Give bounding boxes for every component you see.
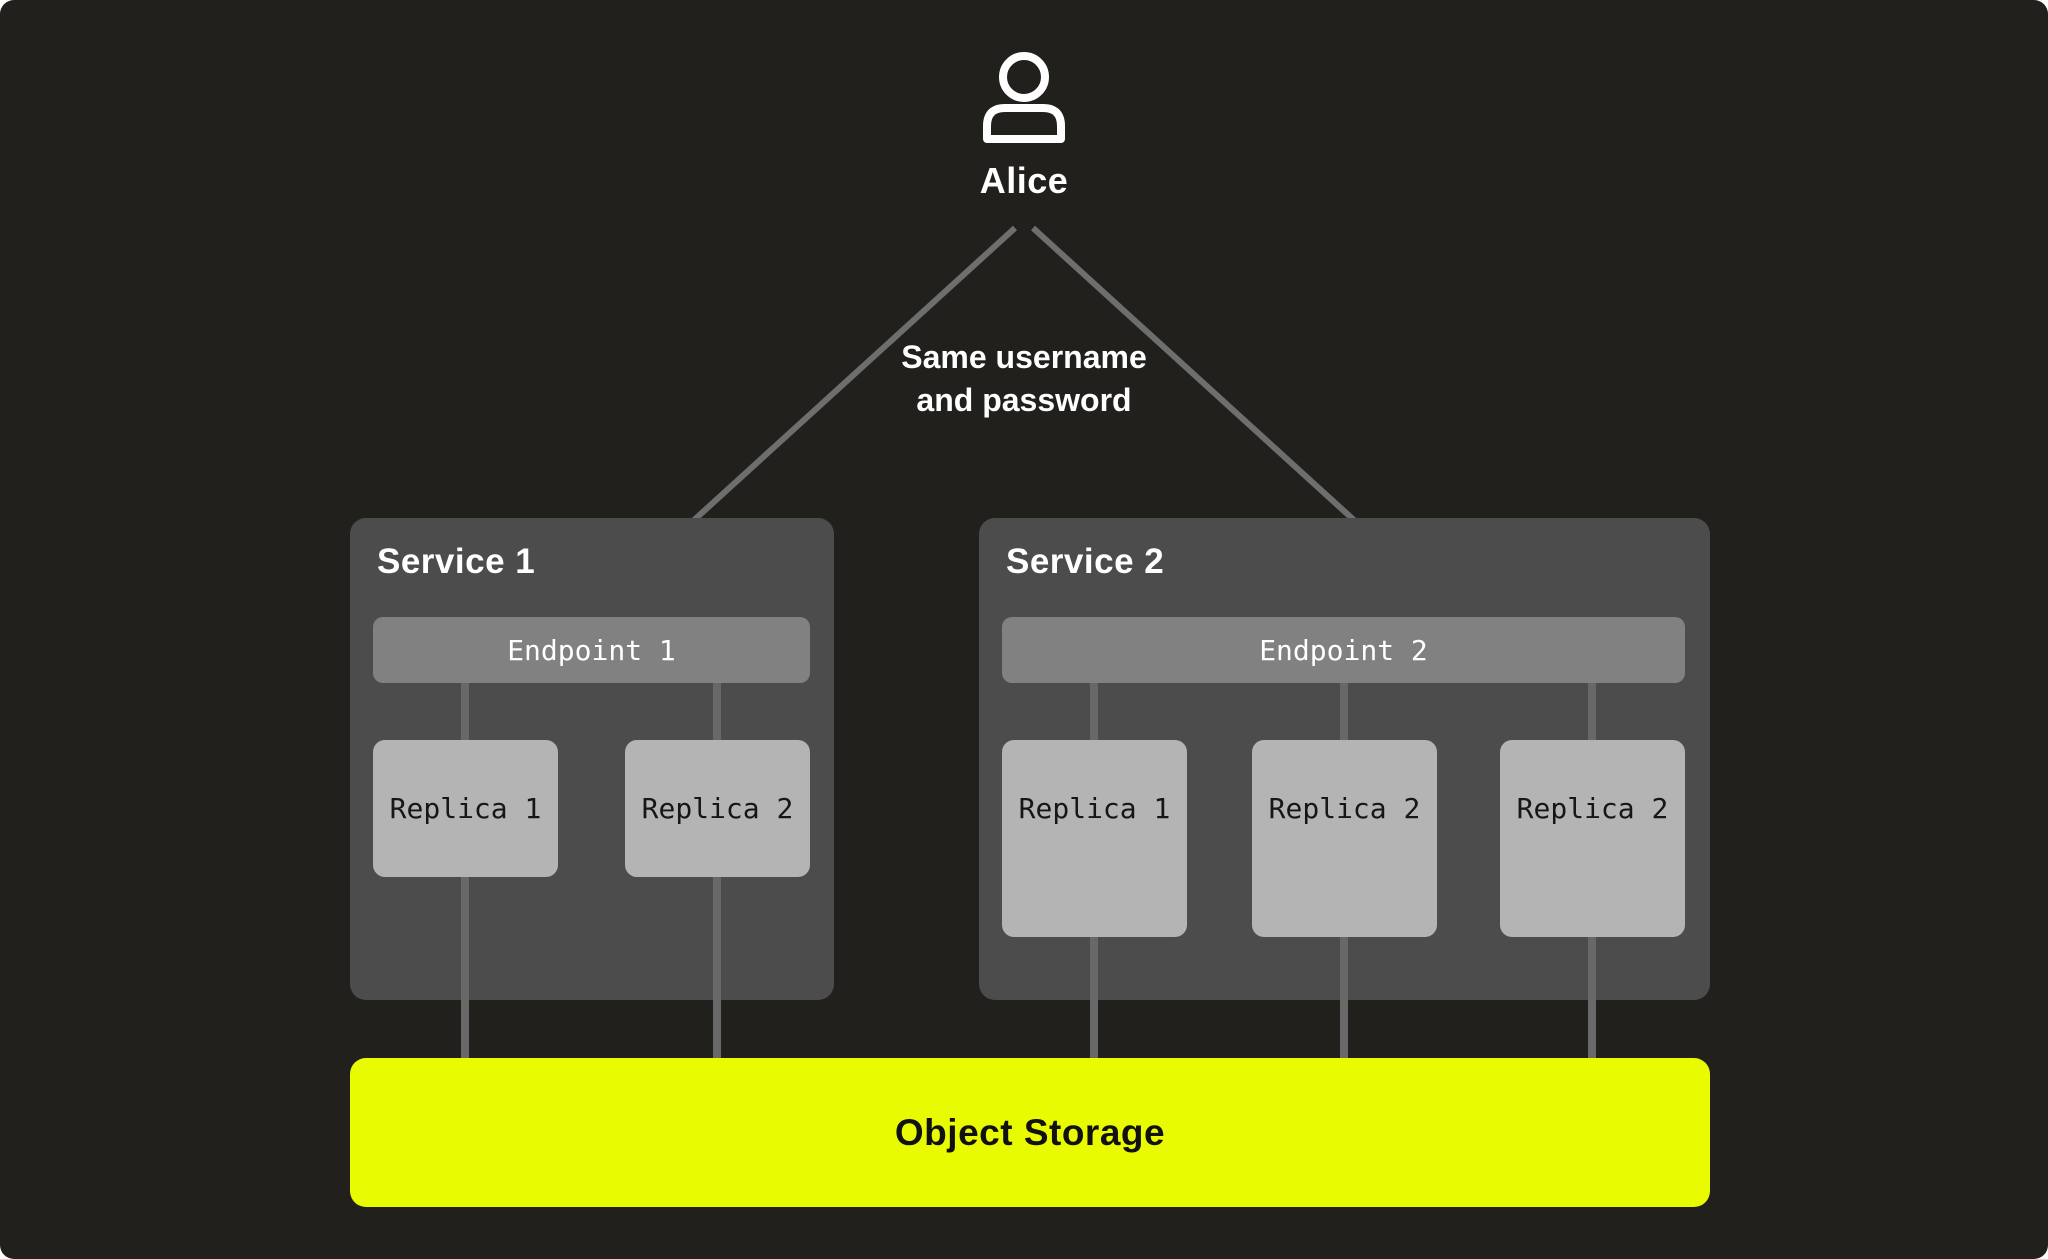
service-2-replica-2-node: Replica 2 — [1252, 740, 1437, 937]
connection-label-line1: Same username — [901, 339, 1147, 375]
endpoint-1-label: Endpoint 1 — [507, 633, 676, 667]
user-name-label: Alice — [979, 160, 1069, 201]
service-2-replica-1-node: Replica 1 — [1002, 740, 1187, 937]
service-1-title: Service 1 — [377, 542, 536, 581]
service-2-replica-2-label: Replica 2 — [1268, 792, 1421, 825]
service-1-replica-2-label: Replica 2 — [641, 792, 794, 825]
connection-label-line2: and password — [916, 382, 1132, 418]
service-1-replica-1-node: Replica 1 — [373, 740, 558, 877]
service-2-replica-3-node: Replica 2 — [1500, 740, 1685, 937]
user-icon — [983, 52, 1065, 143]
service-1-replica-1-label: Replica 1 — [389, 792, 542, 825]
service-2-replica-1-label: Replica 1 — [1018, 792, 1171, 825]
object-storage-label: Object Storage — [894, 1111, 1166, 1153]
object-storage-node: Object Storage — [350, 1058, 1710, 1207]
service-1-replica-2-node: Replica 2 — [625, 740, 810, 877]
service-2-replica-3-label: Replica 2 — [1516, 792, 1669, 825]
endpoint-2-label: Endpoint 2 — [1259, 633, 1428, 667]
endpoint-2-node: Endpoint 2 — [1002, 617, 1685, 683]
service-2-title: Service 2 — [1006, 542, 1165, 581]
endpoint-1-node: Endpoint 1 — [373, 617, 810, 683]
connection-label: Same username and password — [774, 336, 1274, 422]
